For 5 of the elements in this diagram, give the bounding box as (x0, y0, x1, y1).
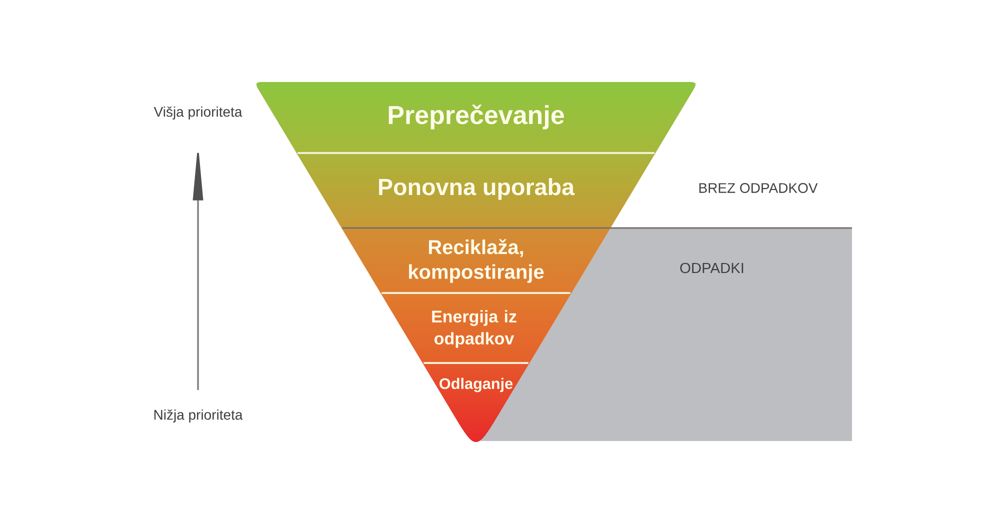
pyramid-level: Reciklaža, kompostiranje (342, 228, 610, 293)
text-label: Nižja prioriteta (154, 409, 243, 423)
pyramid-level: Preprečevanje (256, 82, 696, 153)
text-label: BREZ ODPADKOV (699, 183, 818, 193)
pyramid-level: Ponovna uporaba (296, 153, 656, 228)
